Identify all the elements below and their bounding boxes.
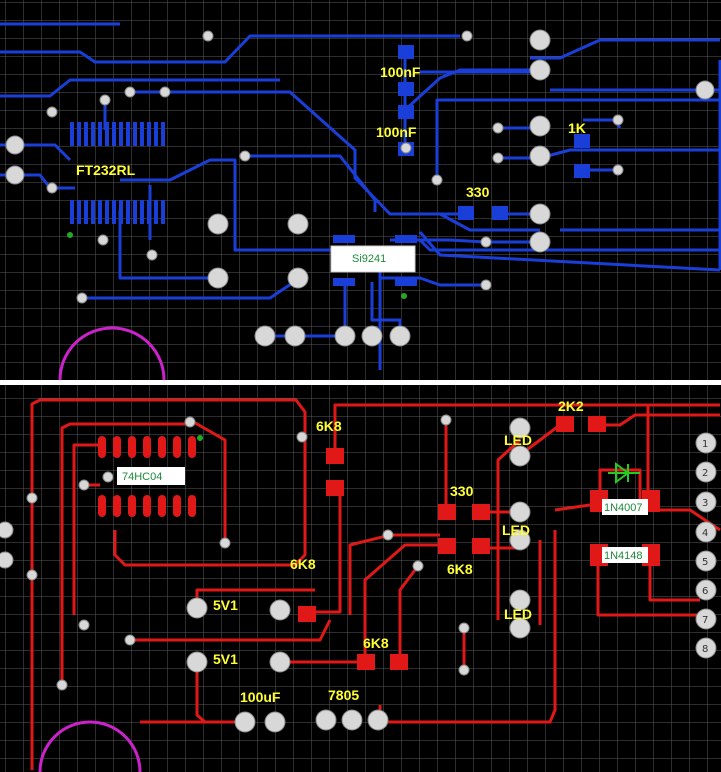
1n4148-label-box [602,547,648,563]
pin-number-7: 7 [702,615,708,626]
resistor-label-330: 330 [466,184,490,200]
top-silkscreen-arc [58,326,166,381]
pin-number-6: 6 [702,586,708,597]
board-divider [0,380,721,385]
top-through-hole-pads [5,29,715,347]
bottom-silkscreen-arc [38,720,142,772]
pin-number-3: 3 [702,498,708,509]
zener-label-5v1-2: 5V1 [213,651,238,667]
cap-label-1: 100nF [380,64,421,80]
cap-label-2: 100nF [376,124,417,140]
top-smd-pads [333,45,590,286]
pin-number-1: 1 [702,439,708,450]
top-green-dot [67,232,73,238]
1n4007-label-box [602,499,648,515]
regulator-label-7805: 7805 [328,687,359,703]
pin-number-4: 4 [702,528,708,539]
74hc04-chip[interactable] [98,436,196,517]
led-label-3: LED [504,606,532,622]
resistor-label-6k8-2: 6K8 [447,561,473,577]
bottom-smd-pads [298,416,660,670]
bottom-traces [30,398,721,770]
diode-icon [608,462,640,484]
bottom-through-hole-pads [0,414,717,733]
top-green-dot-2 [401,293,407,299]
resistor-label-330: 330 [450,483,474,499]
bottom-board: 1 2 3 4 5 6 7 8 6K8 2K2 LED 330 LED 6K8 … [0,398,721,772]
connector-pins: 1 2 3 4 5 6 7 8 [702,439,708,655]
chip-label-1n4007: 1N4007 [604,502,643,514]
cap-label-100uf: 100uF [240,689,281,705]
ft232rl-chip[interactable] [68,122,168,224]
pin-number-5: 5 [702,557,708,568]
bottom-green-dot [197,435,203,441]
chip-label-si9241: Si9241 [352,253,386,265]
resistor-label-6k8-3: 6K8 [290,556,316,572]
pin-number-2: 2 [702,468,708,479]
74hc04-label-box [117,467,185,485]
resistor-label-6k8-4: 6K8 [363,635,389,651]
top-board: 100nF 100nF 1K 330 FT232RL Si9241 [0,22,721,381]
pin-number-8: 8 [702,644,708,655]
chip-label-ft232rl: FT232RL [76,162,136,178]
chip-label-1n4148: 1N4148 [604,550,643,562]
resistor-label-2k2: 2K2 [558,398,584,414]
resistor-label-1k: 1K [568,120,586,136]
led-label-1: LED [504,432,532,448]
resistor-label-6k8-1: 6K8 [316,418,342,434]
si9241-chip-body[interactable] [330,245,416,273]
chip-label-74hc04: 74HC04 [122,471,162,483]
led-label-2: LED [502,522,530,538]
zener-label-5v1-1: 5V1 [213,597,238,613]
